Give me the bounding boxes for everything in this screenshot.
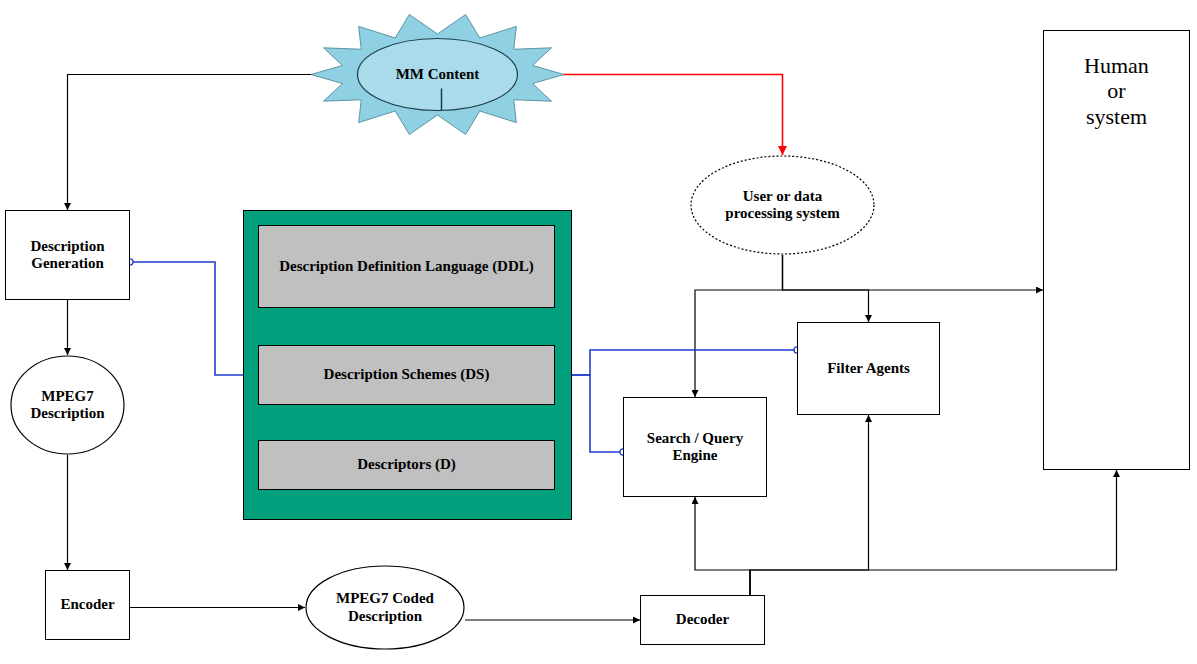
divider-line [441,89,443,111]
process-box: Search / Query Engine [623,397,767,497]
text-block: Encoder [60,596,114,613]
text-block: Description Definition Language (DDL) [279,258,534,275]
star-burst [311,15,564,135]
text-block: Filter Agents [827,360,910,377]
node-label: Decoder [676,611,729,628]
node-label: Description Generation [11,238,124,273]
data-ellipse: MPEG7 Description [10,355,125,455]
process-box: Encoder [45,570,130,640]
text-block: MPEG7 Coded Description [328,590,443,625]
node-label: Filter Agents [827,360,910,377]
grey-box: Descriptors (D) [258,440,555,490]
grey-box: Description Schemes (DS) [258,345,555,405]
connector [67,455,68,570]
connector [783,255,1044,290]
grey-box: Description Definition Language (DDL) [258,225,555,308]
process-box: Filter Agents [797,322,940,415]
node-label: Encoder [60,596,114,613]
node-label: Descriptors (D) [357,456,456,473]
node-label: Human or system [1077,53,1157,129]
text-block: Human or system [1077,53,1157,129]
node-label: User or data processing system [716,188,849,223]
content-star: MM Content [310,12,565,137]
connector [695,255,783,397]
connector [750,415,869,595]
connector [750,470,1117,595]
actor-box: Human or system [1043,30,1190,470]
connector [130,262,258,375]
text-block: Descriptors (D) [357,456,456,473]
text-block: Description Schemes (DS) [324,366,490,383]
process-box: Decoder [640,595,765,645]
ellipse-outline [691,156,874,254]
process-box: Description Generation [5,210,130,300]
text-block: Decoder [676,611,729,628]
text-block: MM Content [396,66,480,83]
connector [67,300,68,355]
text-block: MPEG7 Description [26,388,109,423]
ellipse-outline [306,566,464,649]
node-label: MPEG7 Description [26,388,109,423]
connector [695,497,750,595]
connector [130,607,305,608]
node-label: Description Schemes (DS) [324,366,490,383]
text-block: User or data processing system [716,188,849,223]
data-ellipse: MPEG7 Coded Description [305,565,465,650]
connector [68,75,313,211]
node-label: MPEG7 Coded Description [328,590,443,625]
ellipse-outline [11,356,124,454]
text-block: Search / Query Engine [629,430,761,465]
content-ellipse [358,39,518,111]
node-label: Search / Query Engine [629,430,761,465]
connector [465,619,640,620]
text-block: Description Generation [11,238,124,273]
node-label: MM Content [396,66,480,83]
connector [555,350,797,375]
dotted-ellipse: User or data processing system [690,155,875,255]
connector [563,75,783,156]
node-label: Description Definition Language (DDL) [279,258,534,275]
connector [783,255,869,322]
